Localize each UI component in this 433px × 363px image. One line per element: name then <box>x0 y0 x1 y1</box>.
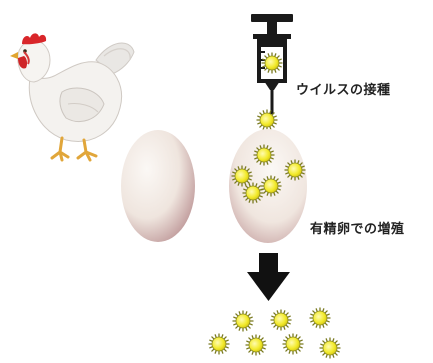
virus-particle-icon <box>257 110 277 130</box>
virus-particle-icon <box>243 183 263 203</box>
virus-particle-icon <box>262 53 282 73</box>
virus-particle-icon <box>271 310 291 330</box>
egg-icon <box>121 130 195 242</box>
virus-particle-icon <box>246 335 266 355</box>
virus-particle-icon <box>320 338 340 358</box>
virus-particle-icon <box>233 311 253 331</box>
propagation-label: 有精卵での増殖 <box>310 218 405 237</box>
virus-particle-icon <box>285 160 305 180</box>
virus-particle-icon <box>261 176 281 196</box>
virus-particle-icon <box>254 145 274 165</box>
virus-particle-icon <box>209 334 229 354</box>
virus-particle-icon <box>232 166 252 186</box>
virus-particle-icon <box>283 334 303 354</box>
arrow-down-icon <box>247 253 290 301</box>
virus-particle-icon <box>310 308 330 328</box>
inoculation-label: ウイルスの接種 <box>296 79 391 98</box>
chicken-icon <box>10 33 134 160</box>
